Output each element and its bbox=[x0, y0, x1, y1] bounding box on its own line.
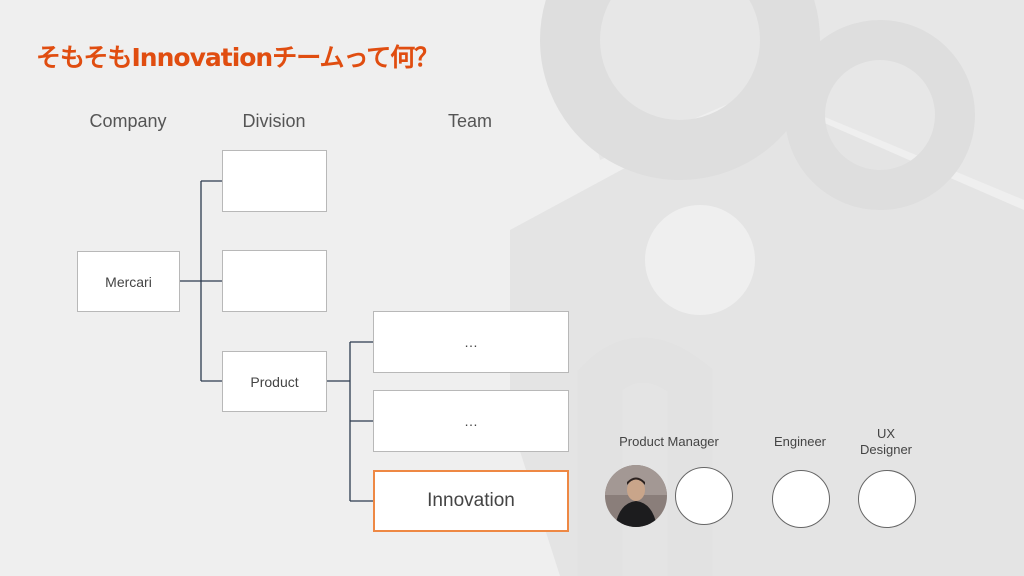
company-box-mercari: Mercari bbox=[77, 251, 180, 312]
person-photo-icon bbox=[605, 465, 667, 527]
role-label-ux: UX bbox=[876, 426, 896, 441]
team-box-2: … bbox=[373, 390, 569, 452]
division-box-product: Product bbox=[222, 351, 327, 412]
team-box-innovation: Innovation bbox=[373, 470, 569, 532]
role-label-designer: Designer bbox=[859, 442, 913, 457]
product-manager-avatar bbox=[605, 465, 667, 527]
slide-title: そもそもInnovationチームって何？ bbox=[36, 43, 439, 72]
role-slot-circle-ux-designer bbox=[858, 470, 916, 528]
role-slot-circle-pm-2 bbox=[675, 467, 733, 525]
division-box-2 bbox=[222, 250, 327, 312]
column-label-division: Division bbox=[242, 111, 306, 131]
column-label-team: Team bbox=[447, 111, 493, 131]
role-label-ux-designer: UX Designer bbox=[860, 426, 912, 458]
role-label-product-manager: Product Manager bbox=[619, 434, 719, 449]
column-label-company: Company bbox=[89, 111, 167, 131]
team-box-1: … bbox=[373, 311, 569, 373]
role-label-engineer: Engineer bbox=[773, 434, 827, 449]
role-slot-circle-engineer bbox=[772, 470, 830, 528]
division-box-1 bbox=[222, 150, 327, 212]
